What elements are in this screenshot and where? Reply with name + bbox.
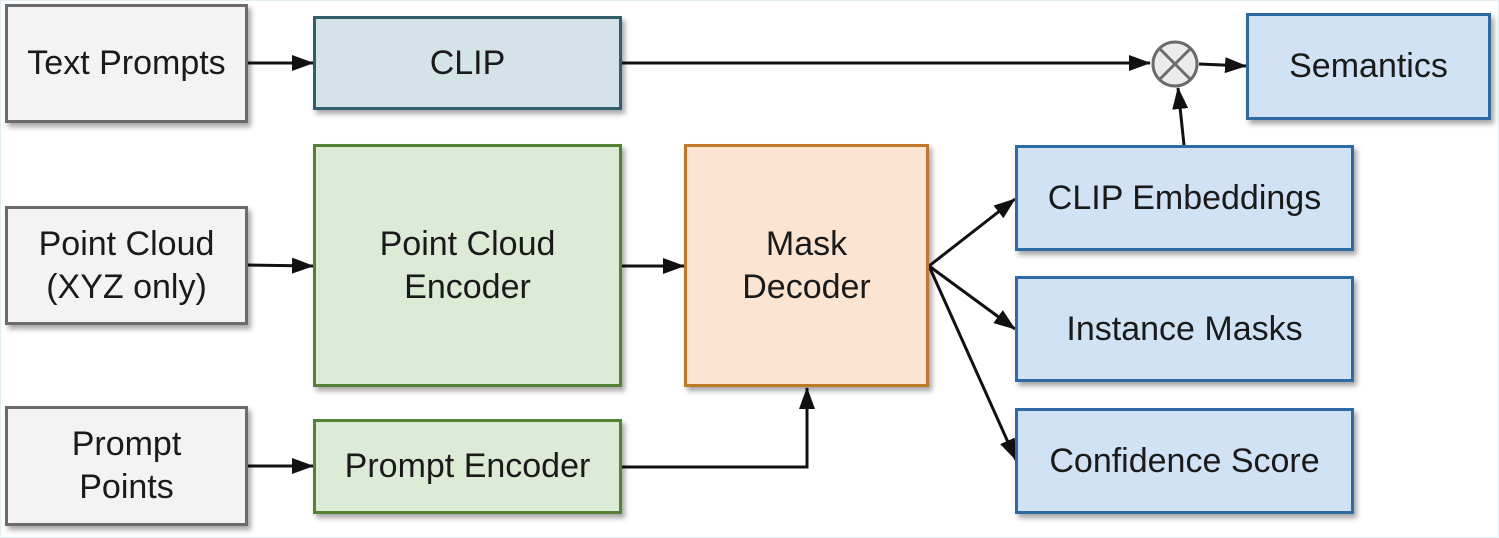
output-instance-masks: Instance Masks <box>1015 276 1354 382</box>
output-clip-embeddings: CLIP Embeddings <box>1015 145 1354 251</box>
output-confidence-score: Confidence Score <box>1015 408 1354 514</box>
input-text-prompts: Text Prompts <box>5 4 248 123</box>
input-point-cloud: Point Cloud (XYZ only) <box>5 206 248 325</box>
output-semantics: Semantics <box>1246 13 1491 120</box>
input-prompt-points: Prompt Points <box>5 406 248 526</box>
module-clip: CLIP <box>313 16 622 110</box>
multiply-icon <box>1151 40 1199 88</box>
module-point-cloud-encoder: Point Cloud Encoder <box>313 144 622 387</box>
module-mask-decoder: Mask Decoder <box>684 144 929 387</box>
module-prompt-encoder: Prompt Encoder <box>313 419 622 514</box>
